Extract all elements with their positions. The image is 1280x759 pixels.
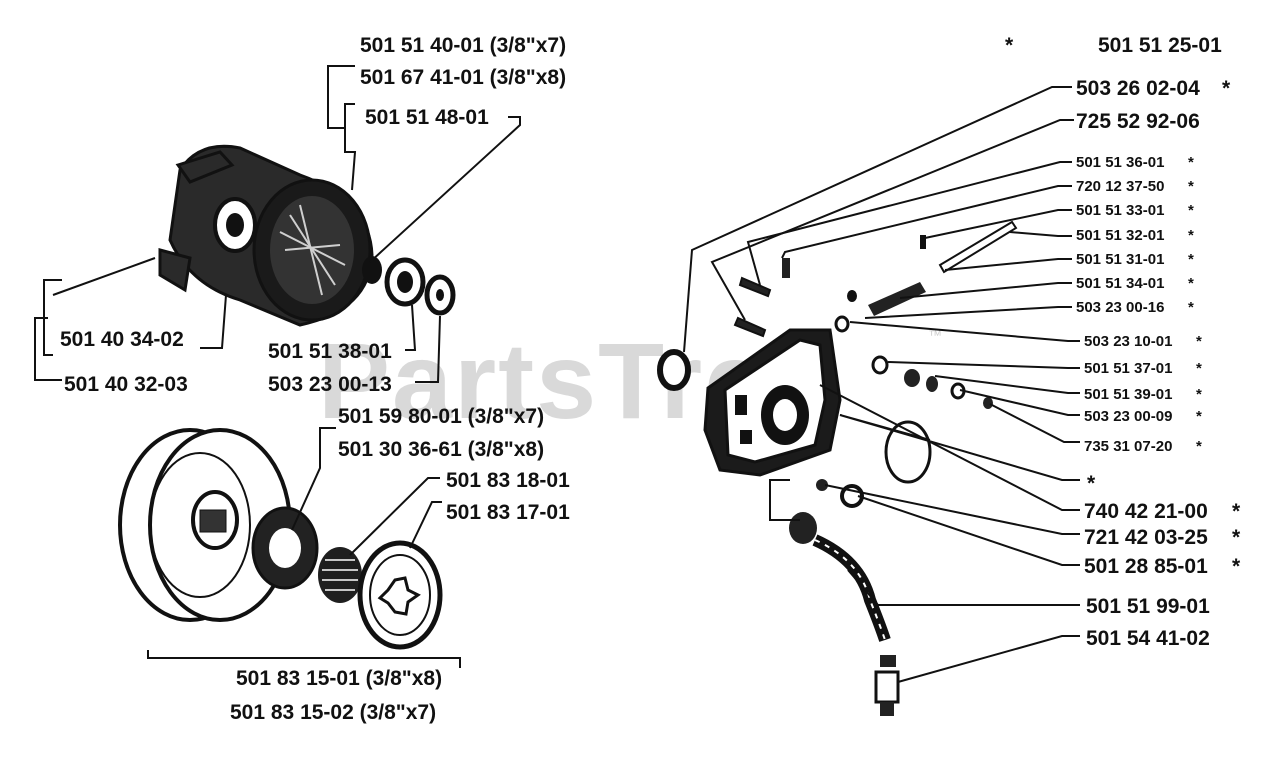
label-501-51-34-01: 501 51 34-01 — [1076, 275, 1164, 292]
label-501-51-25-01: 501 51 25-01 — [1098, 34, 1222, 57]
star-marker: * — [1188, 299, 1194, 316]
label-501-51-36-01: 501 51 36-01 — [1076, 154, 1164, 171]
label-501-51-38-01: 501 51 38-01 — [268, 340, 392, 363]
star-marker: * — [1188, 154, 1194, 171]
label-735-31-07-20: 735 31 07-20 — [1084, 438, 1172, 455]
oil-pump-drawing — [657, 220, 1018, 716]
label-501-83-17-01: 501 83 17-01 — [446, 501, 570, 524]
star-marker: * — [1232, 500, 1241, 523]
star-marker: * — [1196, 333, 1202, 350]
label-501-83-18-01: 501 83 18-01 — [446, 469, 570, 492]
star-marker: * — [1188, 202, 1194, 219]
star-marker: * — [1188, 178, 1194, 195]
star-marker: * — [1005, 34, 1014, 57]
star-marker: * — [1196, 386, 1202, 403]
star-marker: * — [1196, 360, 1202, 377]
label-501-28-85-01: 501 28 85-01 — [1084, 555, 1208, 578]
watermark-trademark: ™ — [928, 327, 942, 343]
label-501-59-80-01: 501 59 80-01 (3/8"x7) — [338, 405, 544, 428]
label-501-30-36-61: 501 30 36-61 (3/8"x8) — [338, 438, 544, 461]
star-marker: * — [1196, 438, 1202, 455]
clutch-drum-drawing — [118, 428, 443, 650]
label-501-51-99-01: 501 51 99-01 — [1086, 595, 1210, 618]
star-marker: * — [1188, 251, 1194, 268]
star-marker: * — [1188, 275, 1194, 292]
label-725-52-92-06: 725 52 92-06 — [1076, 110, 1200, 133]
label-503-23-00-09: 503 23 00-09 — [1084, 408, 1172, 425]
star-marker: * — [1232, 526, 1241, 549]
star-marker: * — [1222, 77, 1231, 100]
label-503-23-00-13: 503 23 00-13 — [268, 373, 392, 396]
label-501-83-15-02: 501 83 15-02 (3/8"x7) — [230, 701, 436, 724]
label-501-67-41-01: 501 67 41-01 (3/8"x8) — [360, 66, 566, 89]
right-leader-lines — [683, 86, 1080, 683]
label-501-51-32-01: 501 51 32-01 — [1076, 227, 1164, 244]
left-leader-lines — [34, 65, 521, 668]
label-501-51-39-01: 501 51 39-01 — [1084, 386, 1172, 403]
label-501-40-34-02: 501 40 34-02 — [60, 328, 184, 351]
label-503-23-10-01: 503 23 10-01 — [1084, 333, 1172, 350]
label-721-42-03-25: 721 42 03-25 — [1084, 526, 1208, 549]
label-501-40-32-03: 501 40 32-03 — [64, 373, 188, 396]
label-503-23-00-16: 503 23 00-16 — [1076, 299, 1164, 316]
star-marker: * — [1188, 227, 1194, 244]
label-503-26-02-04: 503 26 02-04 — [1076, 77, 1200, 100]
label-501-51-31-01: 501 51 31-01 — [1076, 251, 1164, 268]
star-marker: * — [1087, 472, 1096, 495]
label-501-83-15-01: 501 83 15-01 (3/8"x8) — [236, 667, 442, 690]
label-720-12-37-50: 720 12 37-50 — [1076, 178, 1164, 195]
label-501-51-37-01: 501 51 37-01 — [1084, 360, 1172, 377]
star-marker: * — [1232, 555, 1241, 578]
clutch-assembly-drawing — [158, 144, 456, 327]
star-marker: * — [1196, 408, 1202, 425]
label-501-51-33-01: 501 51 33-01 — [1076, 202, 1164, 219]
label-740-42-21-00: 740 42 21-00 — [1084, 500, 1208, 523]
label-501-51-40-01: 501 51 40-01 (3/8"x7) — [360, 34, 566, 57]
label-501-51-48-01: 501 51 48-01 — [365, 106, 489, 129]
label-501-54-41-02: 501 54 41-02 — [1086, 627, 1210, 650]
